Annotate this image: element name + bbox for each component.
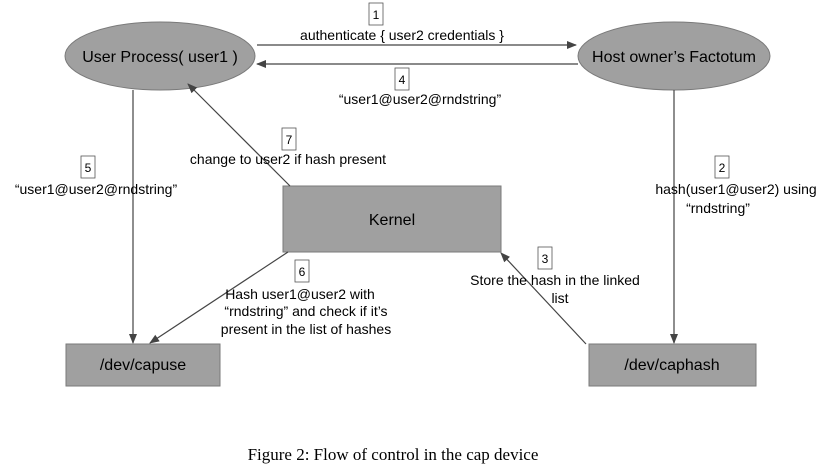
step-5-number: 5 — [85, 161, 92, 175]
step-1-number: 1 — [373, 8, 380, 22]
step-1: 1 authenticate { user2 credentials } — [300, 2, 504, 43]
step-3-label-line-2: list — [551, 290, 568, 306]
edge-6 — [149, 251, 289, 344]
step-2-label-line-1: hash(user1@user2) using — [655, 181, 816, 197]
step-2: 2 hash(user1@user2) using “rndstring” — [655, 155, 817, 216]
caphash-node: /dev/caphash — [588, 343, 757, 387]
step-6-number: 6 — [299, 265, 306, 279]
step-2-number: 2 — [719, 161, 726, 175]
user-process-label: User Process( user1 ) — [82, 49, 238, 66]
step-2-label-line-2: “rndstring” — [686, 200, 750, 216]
step-4: 4 “user1@user2@rndstring” — [339, 67, 502, 107]
step-4-number: 4 — [399, 73, 406, 87]
step-3: 3 Store the hash in the linked list — [470, 246, 640, 306]
capuse-node: /dev/capuse — [65, 343, 221, 387]
caphash-label: /dev/caphash — [624, 357, 719, 374]
step-5-label: “user1@user2@rndstring” — [15, 181, 178, 197]
factotum-label: Host owner’s Factotum — [592, 49, 756, 66]
step-6: 6 Hash user1@user2 with “rndstring” and … — [221, 259, 391, 337]
step-3-number: 3 — [542, 252, 549, 266]
capuse-label: /dev/capuse — [100, 357, 186, 374]
step-5: 5 “user1@user2@rndstring” — [15, 155, 178, 197]
step-7: 7 change to user2 if hash present — [190, 127, 386, 167]
factotum-node: Host owner’s Factotum — [577, 21, 771, 91]
kernel-node: Kernel — [282, 185, 502, 253]
user-process-node: User Process( user1 ) — [64, 21, 256, 91]
step-3-label-line-1: Store the hash in the linked — [470, 272, 640, 288]
step-4-label: “user1@user2@rndstring” — [339, 91, 502, 107]
step-6-label-line-3: present in the list of hashes — [221, 321, 391, 337]
kernel-label: Kernel — [369, 212, 415, 229]
step-7-label: change to user2 if hash present — [190, 151, 386, 167]
figure-caption: Figure 2: Flow of control in the cap dev… — [248, 445, 539, 464]
step-6-label-line-1: Hash user1@user2 with — [225, 286, 375, 302]
step-1-label: authenticate { user2 credentials } — [300, 27, 504, 43]
step-7-number: 7 — [286, 133, 293, 147]
step-6-label-line-2: “rndstring” and check if it’s — [224, 303, 387, 319]
edge-7 — [187, 83, 291, 187]
edge-3 — [500, 252, 587, 345]
